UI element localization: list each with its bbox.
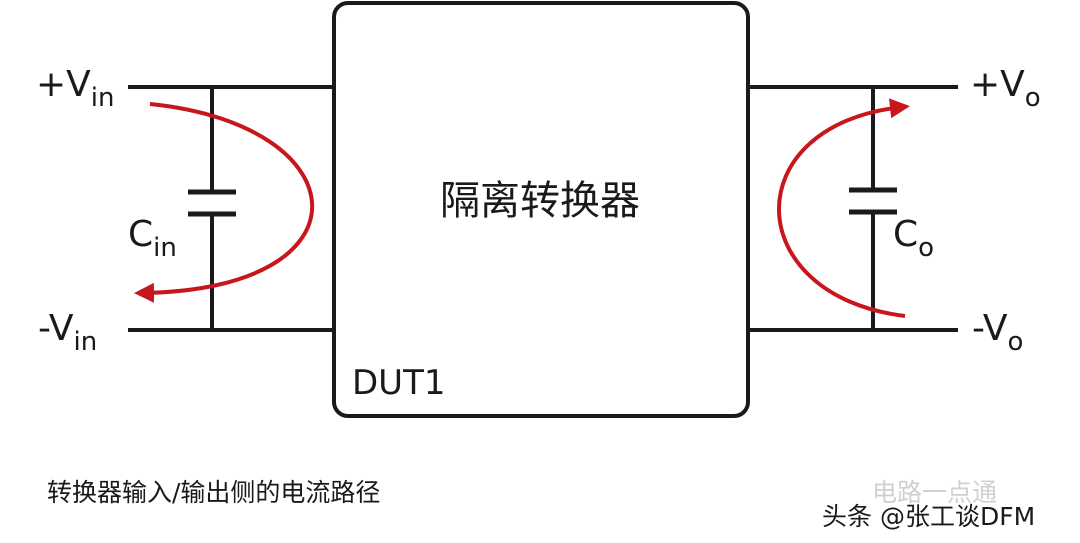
cin-label: Cin: [128, 214, 177, 263]
input-current-arrow: [134, 102, 314, 303]
block-title: 隔离转换器: [440, 178, 640, 224]
input-negative-label: -Vin: [38, 308, 97, 357]
co-label: Co: [893, 214, 934, 263]
converter-block: [332, 1, 750, 418]
output-negative-label: -Vo: [972, 308, 1023, 357]
dut-designator: DUT1: [352, 363, 445, 403]
watermark: 头条 @张工谈DFM: [822, 502, 1036, 531]
watermark-faint: 电路一点通: [872, 478, 998, 507]
output-positive-label: +Vo: [970, 64, 1041, 113]
input-positive-label: +Vin: [36, 64, 115, 113]
output-current-arrow: [777, 98, 910, 318]
figure-caption: 转换器输入/输出侧的电流路径: [47, 478, 381, 507]
